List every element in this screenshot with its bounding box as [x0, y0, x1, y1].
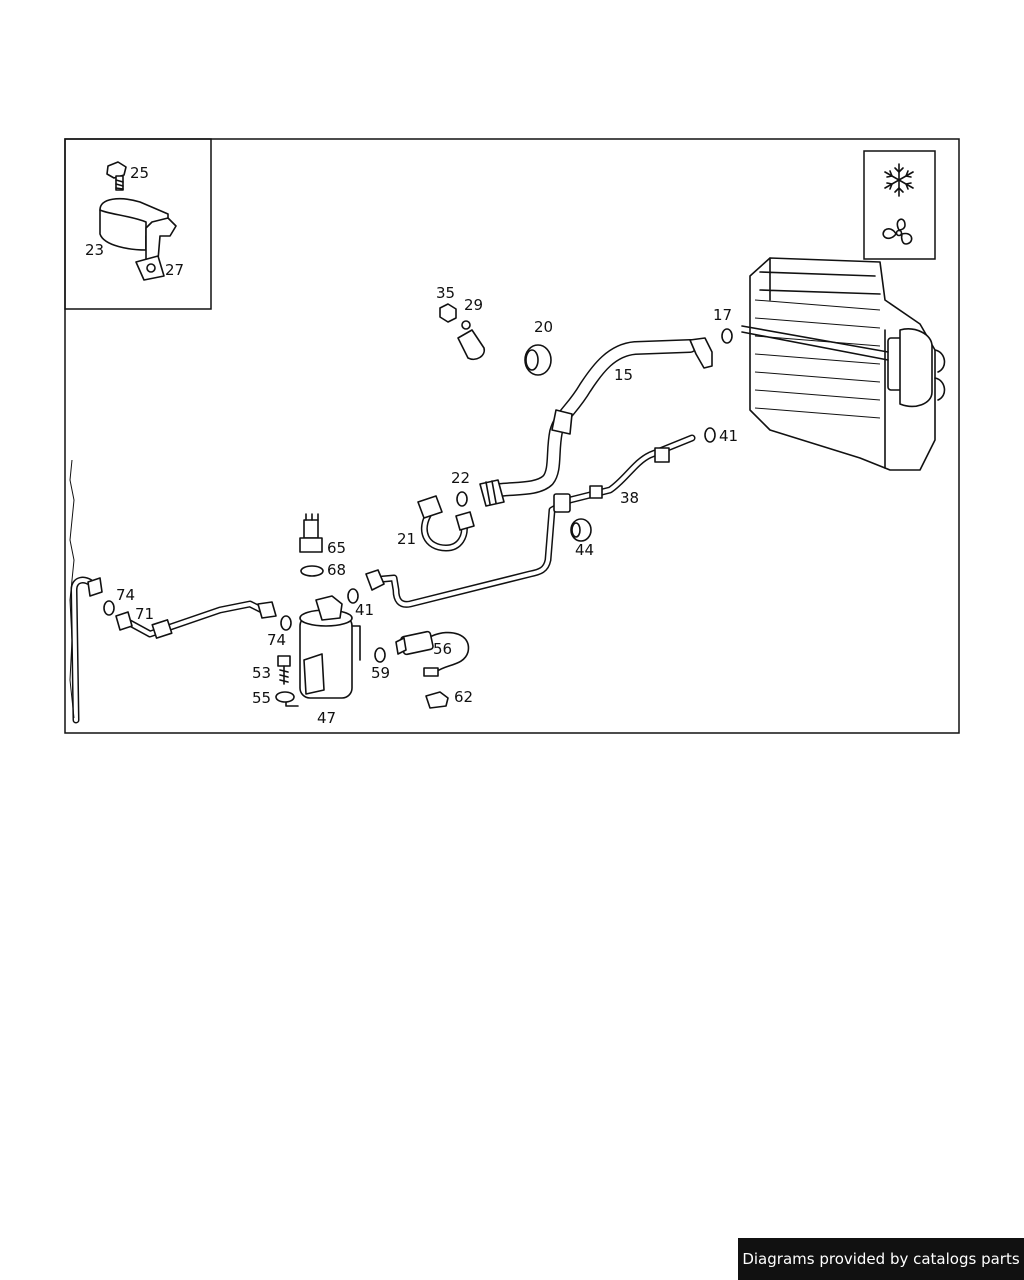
evaporator-unit	[741, 257, 946, 471]
callout-47: 47	[317, 709, 336, 727]
footer-credit: Diagrams provided by catalogs parts	[738, 1238, 1024, 1280]
grommet-44	[570, 518, 592, 542]
seal-68	[300, 565, 324, 577]
callout-15: 15	[614, 366, 633, 384]
receiver-drier-47	[285, 595, 361, 707]
callout-21: 21	[397, 530, 416, 548]
ring-17	[721, 328, 733, 344]
connector-62	[425, 691, 449, 709]
ring-22	[456, 491, 468, 507]
callout-41-top: 41	[719, 427, 738, 445]
ring-59	[374, 647, 386, 663]
callout-17: 17	[713, 306, 732, 324]
callout-74-left: 74	[116, 586, 135, 604]
inset-clamp-assembly	[99, 161, 177, 281]
fan-icon	[882, 218, 913, 245]
callout-65: 65	[327, 539, 346, 557]
callout-44: 44	[575, 541, 594, 559]
callout-27: 27	[165, 261, 184, 279]
callout-62: 62	[454, 688, 473, 706]
callout-38: 38	[620, 489, 639, 507]
sensor-56	[395, 630, 470, 677]
clip-29	[457, 320, 486, 361]
callout-25: 25	[130, 164, 149, 182]
callout-56: 56	[433, 640, 452, 658]
ring-74b	[280, 615, 292, 631]
callout-71: 71	[135, 605, 154, 623]
diagram-frame	[64, 138, 960, 734]
callout-53: 53	[252, 664, 271, 682]
callout-35: 35	[436, 284, 455, 302]
ring-74a	[103, 600, 115, 616]
callout-29: 29	[464, 296, 483, 314]
callout-68: 68	[327, 561, 346, 579]
callout-22: 22	[451, 469, 470, 487]
ring-41b	[347, 588, 359, 604]
callout-41-mid: 41	[355, 601, 374, 619]
frame-edge-detail	[69, 459, 75, 719]
callout-55: 55	[252, 689, 271, 707]
pipe-71	[70, 576, 277, 724]
ring-41a	[704, 427, 716, 443]
switch-65	[299, 513, 323, 553]
washer-55	[275, 691, 295, 703]
pipe-38	[365, 434, 696, 608]
callout-59: 59	[371, 664, 390, 682]
snowflake-icon	[884, 163, 914, 197]
callout-20: 20	[534, 318, 553, 336]
callout-23: 23	[85, 241, 104, 259]
grommet-20	[524, 344, 552, 376]
pipe-21	[417, 495, 475, 552]
hose-15	[479, 337, 713, 507]
nut-35	[439, 303, 457, 323]
inset-box	[64, 138, 212, 310]
callout-74-mid: 74	[267, 631, 286, 649]
bolt-53	[277, 655, 291, 685]
